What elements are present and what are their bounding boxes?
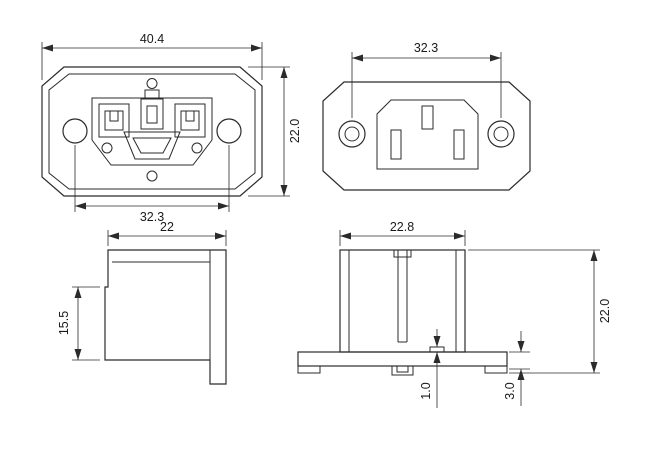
line-pin (390, 129, 402, 160)
terminal-housing-outline (91, 97, 213, 166)
terminal-right (174, 103, 206, 138)
section-view-dimensions: 22.8 22.0 1.0 3.0 (339, 220, 612, 408)
rivet-left (101, 142, 113, 154)
front-view (322, 81, 531, 191)
mounting-hole-right (487, 120, 515, 148)
section-view (297, 249, 508, 376)
mounting-hole-right (216, 118, 242, 144)
dim-back-hole-spacing: 32.3 (140, 210, 164, 224)
dim-section-height: 22.0 (598, 299, 612, 323)
side-view (104, 249, 227, 385)
dim-back-width: 40.4 (140, 32, 164, 46)
front-view-dimensions: 32.3 (351, 41, 502, 118)
dim-section-rib: 1.0 (419, 382, 433, 399)
earth-block (123, 131, 181, 160)
side-view-dimensions: 22 15.5 (57, 220, 227, 361)
earth-pin (421, 105, 434, 130)
dim-section-flange: 3.0 (503, 382, 517, 399)
foot-left (297, 365, 321, 374)
socket-face (376, 99, 479, 170)
flange (297, 351, 508, 367)
rivet-top (146, 78, 158, 89)
mounting-hole-left (62, 118, 88, 144)
back-view (41, 66, 263, 197)
center-tab (391, 365, 414, 376)
dim-side-body-height: 15.5 (57, 311, 71, 335)
latch-rib (429, 346, 445, 353)
dim-side-depth: 22 (160, 220, 174, 234)
dim-front-hole-spacing: 32.3 (414, 41, 438, 55)
foot-right (484, 365, 508, 374)
body-outline (339, 249, 466, 353)
back-view-dimensions: 40.4 22.0 32.3 (41, 32, 302, 224)
dim-back-height: 22.0 (288, 119, 302, 143)
rivet-bottom (146, 170, 158, 182)
terminal-left (98, 103, 130, 138)
mounting-hole-left (338, 120, 366, 148)
neutral-pin (453, 129, 465, 160)
terminal-center (140, 98, 164, 130)
rivet-right (191, 142, 203, 154)
dim-section-width: 22.8 (390, 220, 414, 234)
